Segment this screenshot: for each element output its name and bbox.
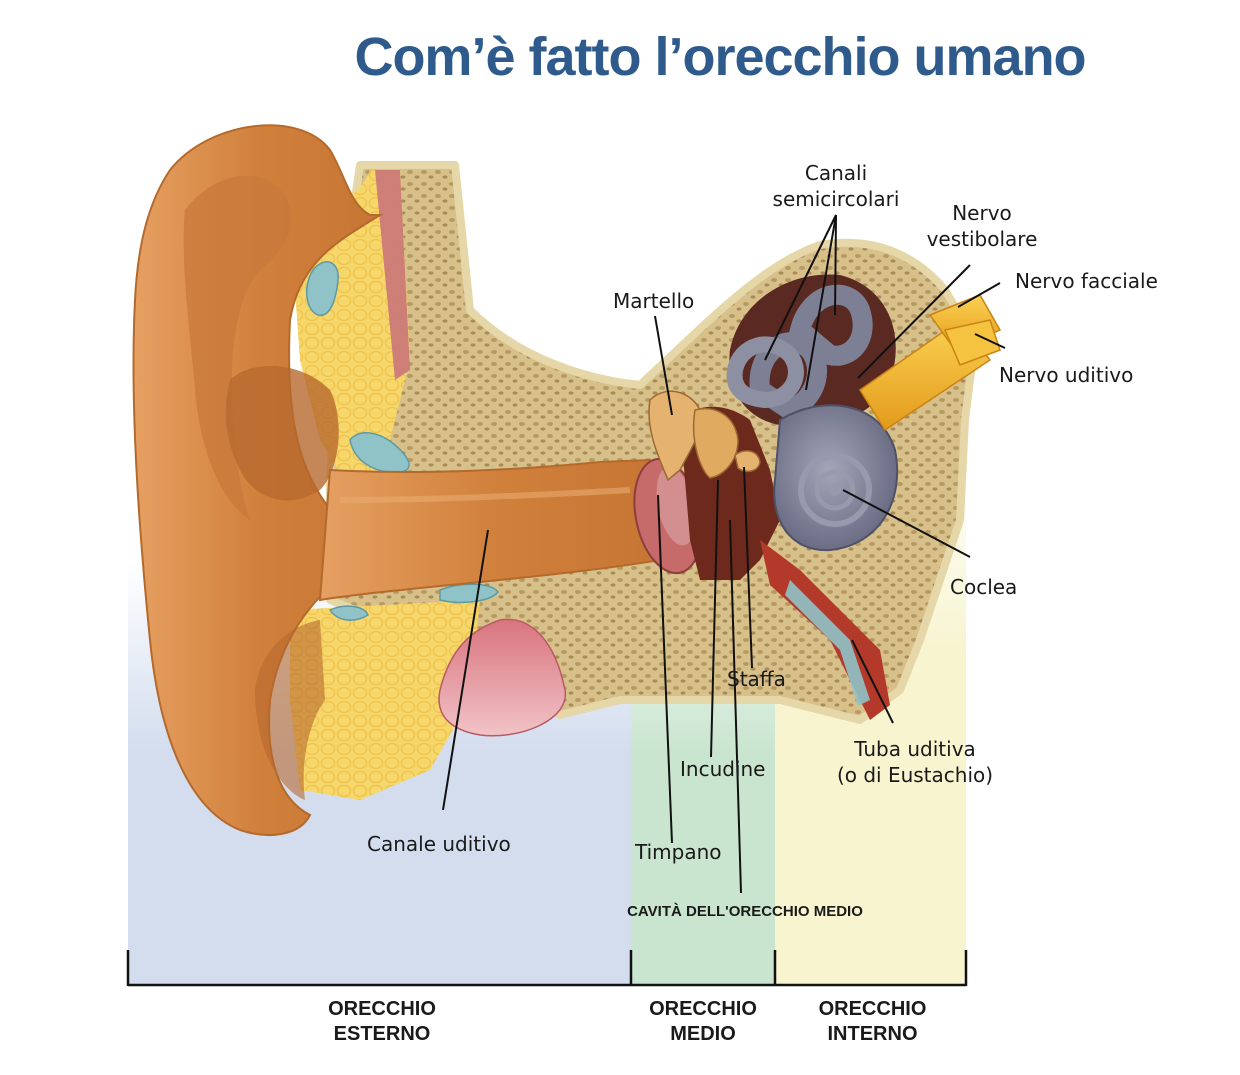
ossicles: [648, 390, 761, 482]
label-nervo-uditivo: Nervo uditivo: [999, 363, 1134, 387]
label-nervo-vestibolare: Nervo vestibolare: [926, 201, 1038, 251]
label-timpano: Timpano: [635, 840, 722, 864]
label-staffa: Staffa: [727, 667, 786, 691]
page-title: Com’è fatto l’orecchio umano: [354, 27, 1086, 87]
eustachian-tube: [760, 540, 890, 720]
label-canali-semicircolari: Canali semicircolari: [772, 161, 900, 211]
cartilage-spots: [306, 261, 499, 621]
label-cavita-orecchio-medio: CAVITÀ DELL'ORECCHIO MEDIO: [627, 903, 863, 920]
pinna: [132, 124, 384, 836]
label-incudine: Incudine: [680, 757, 766, 781]
section-orecchio-medio: ORECCHIO MEDIO: [649, 998, 757, 1045]
parotid-gland: [438, 618, 566, 737]
ear-canal: [318, 458, 662, 602]
section-orecchio-interno: ORECCHIO INTERNO: [818, 998, 927, 1045]
section-brackets: [126, 950, 968, 987]
label-nervo-facciale: Nervo facciale: [1015, 269, 1158, 293]
label-coclea: Coclea: [950, 575, 1018, 599]
label-canale-uditivo: Canale uditivo: [367, 832, 511, 856]
label-martello: Martello: [613, 289, 695, 313]
leader-lines: [442, 214, 1006, 894]
section-orecchio-esterno: ORECCHIO ESTERNO: [328, 998, 436, 1045]
nerves: [858, 294, 1002, 432]
label-tuba-uditiva: Tuba uditiva (o di Eustachio): [836, 737, 994, 787]
